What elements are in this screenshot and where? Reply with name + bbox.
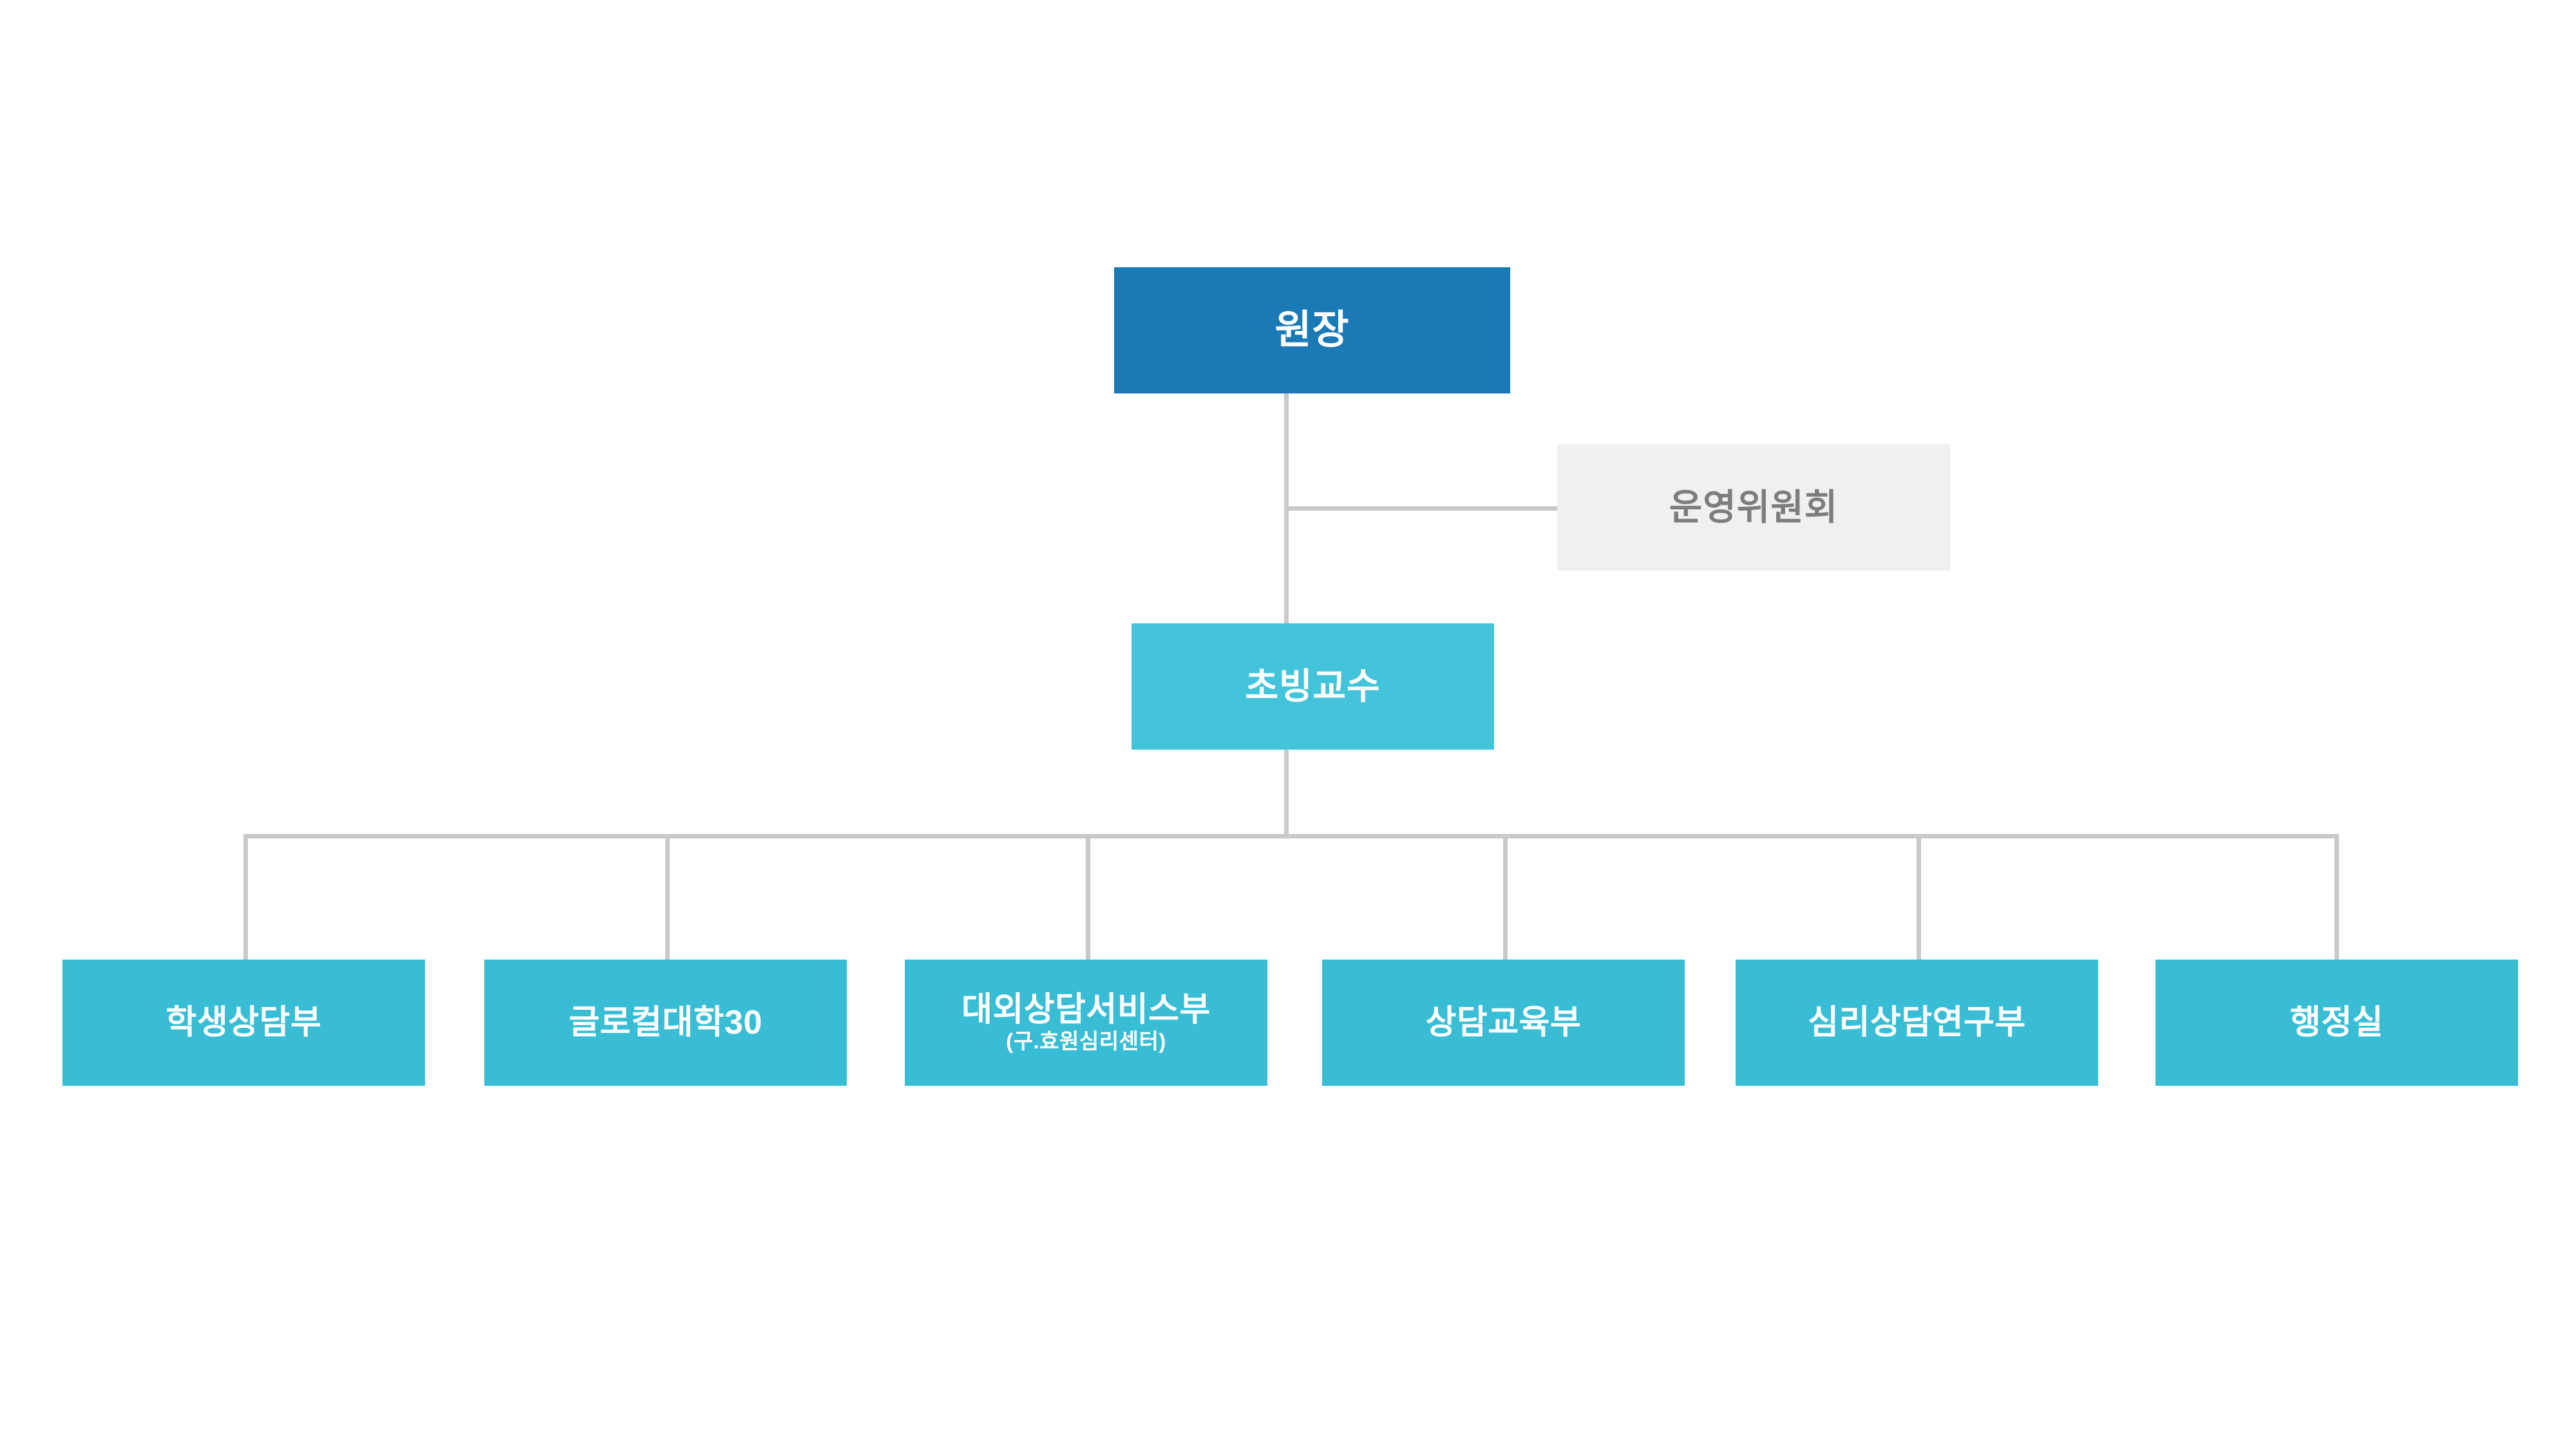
connector-drop-1 xyxy=(243,834,248,960)
connector-drop-3 xyxy=(1086,834,1090,960)
connector-drop-6 xyxy=(2334,834,2339,960)
connector-horizontal-bus xyxy=(243,834,2334,838)
connector-drop-5 xyxy=(1917,834,1921,960)
connector-root-to-committee xyxy=(1284,506,1560,511)
department-label-stack: 심리상담연구부 xyxy=(1736,1005,2098,1041)
node-department-4[interactable]: 상담교육부 xyxy=(1322,960,1685,1086)
department-subtitle: (구.효원심리센터) xyxy=(1006,1028,1166,1053)
department-label-stack: 행정실 xyxy=(2155,1005,2518,1041)
department-label-stack: 상담교육부 xyxy=(1322,1005,1685,1041)
node-steering-committee[interactable]: 운영위원회 xyxy=(1557,444,1950,571)
node-director[interactable]: 원장 xyxy=(1114,267,1510,393)
node-department-2[interactable]: 글로컬대학30 xyxy=(484,960,847,1086)
department-title: 상담교육부 xyxy=(1425,1003,1582,1041)
department-title: 학생상담부 xyxy=(166,1003,322,1041)
node-department-3[interactable]: 대외상담서비스부 (구.효원심리센터) xyxy=(905,960,1267,1086)
node-department-6[interactable]: 행정실 xyxy=(2155,960,2518,1086)
connector-drop-2 xyxy=(665,834,670,960)
connector-root-to-spine xyxy=(1284,393,1289,834)
department-title: 대외상담서비스부 xyxy=(961,991,1211,1029)
department-label-stack: 글로컬대학30 xyxy=(484,1005,847,1041)
department-label-stack: 대외상담서비스부 (구.효원심리센터) xyxy=(905,992,1267,1052)
node-visiting-professor[interactable]: 초빙교수 xyxy=(1132,623,1494,750)
department-label-stack: 학생상담부 xyxy=(62,1005,425,1041)
department-title: 글로컬대학30 xyxy=(569,1003,762,1041)
node-department-5[interactable]: 심리상담연구부 xyxy=(1736,960,2098,1086)
department-title: 행정실 xyxy=(2289,1003,2384,1041)
node-department-1[interactable]: 학생상담부 xyxy=(62,960,425,1086)
connector-drop-4 xyxy=(1503,834,1508,960)
department-title: 심리상담연구부 xyxy=(1808,1003,2026,1041)
